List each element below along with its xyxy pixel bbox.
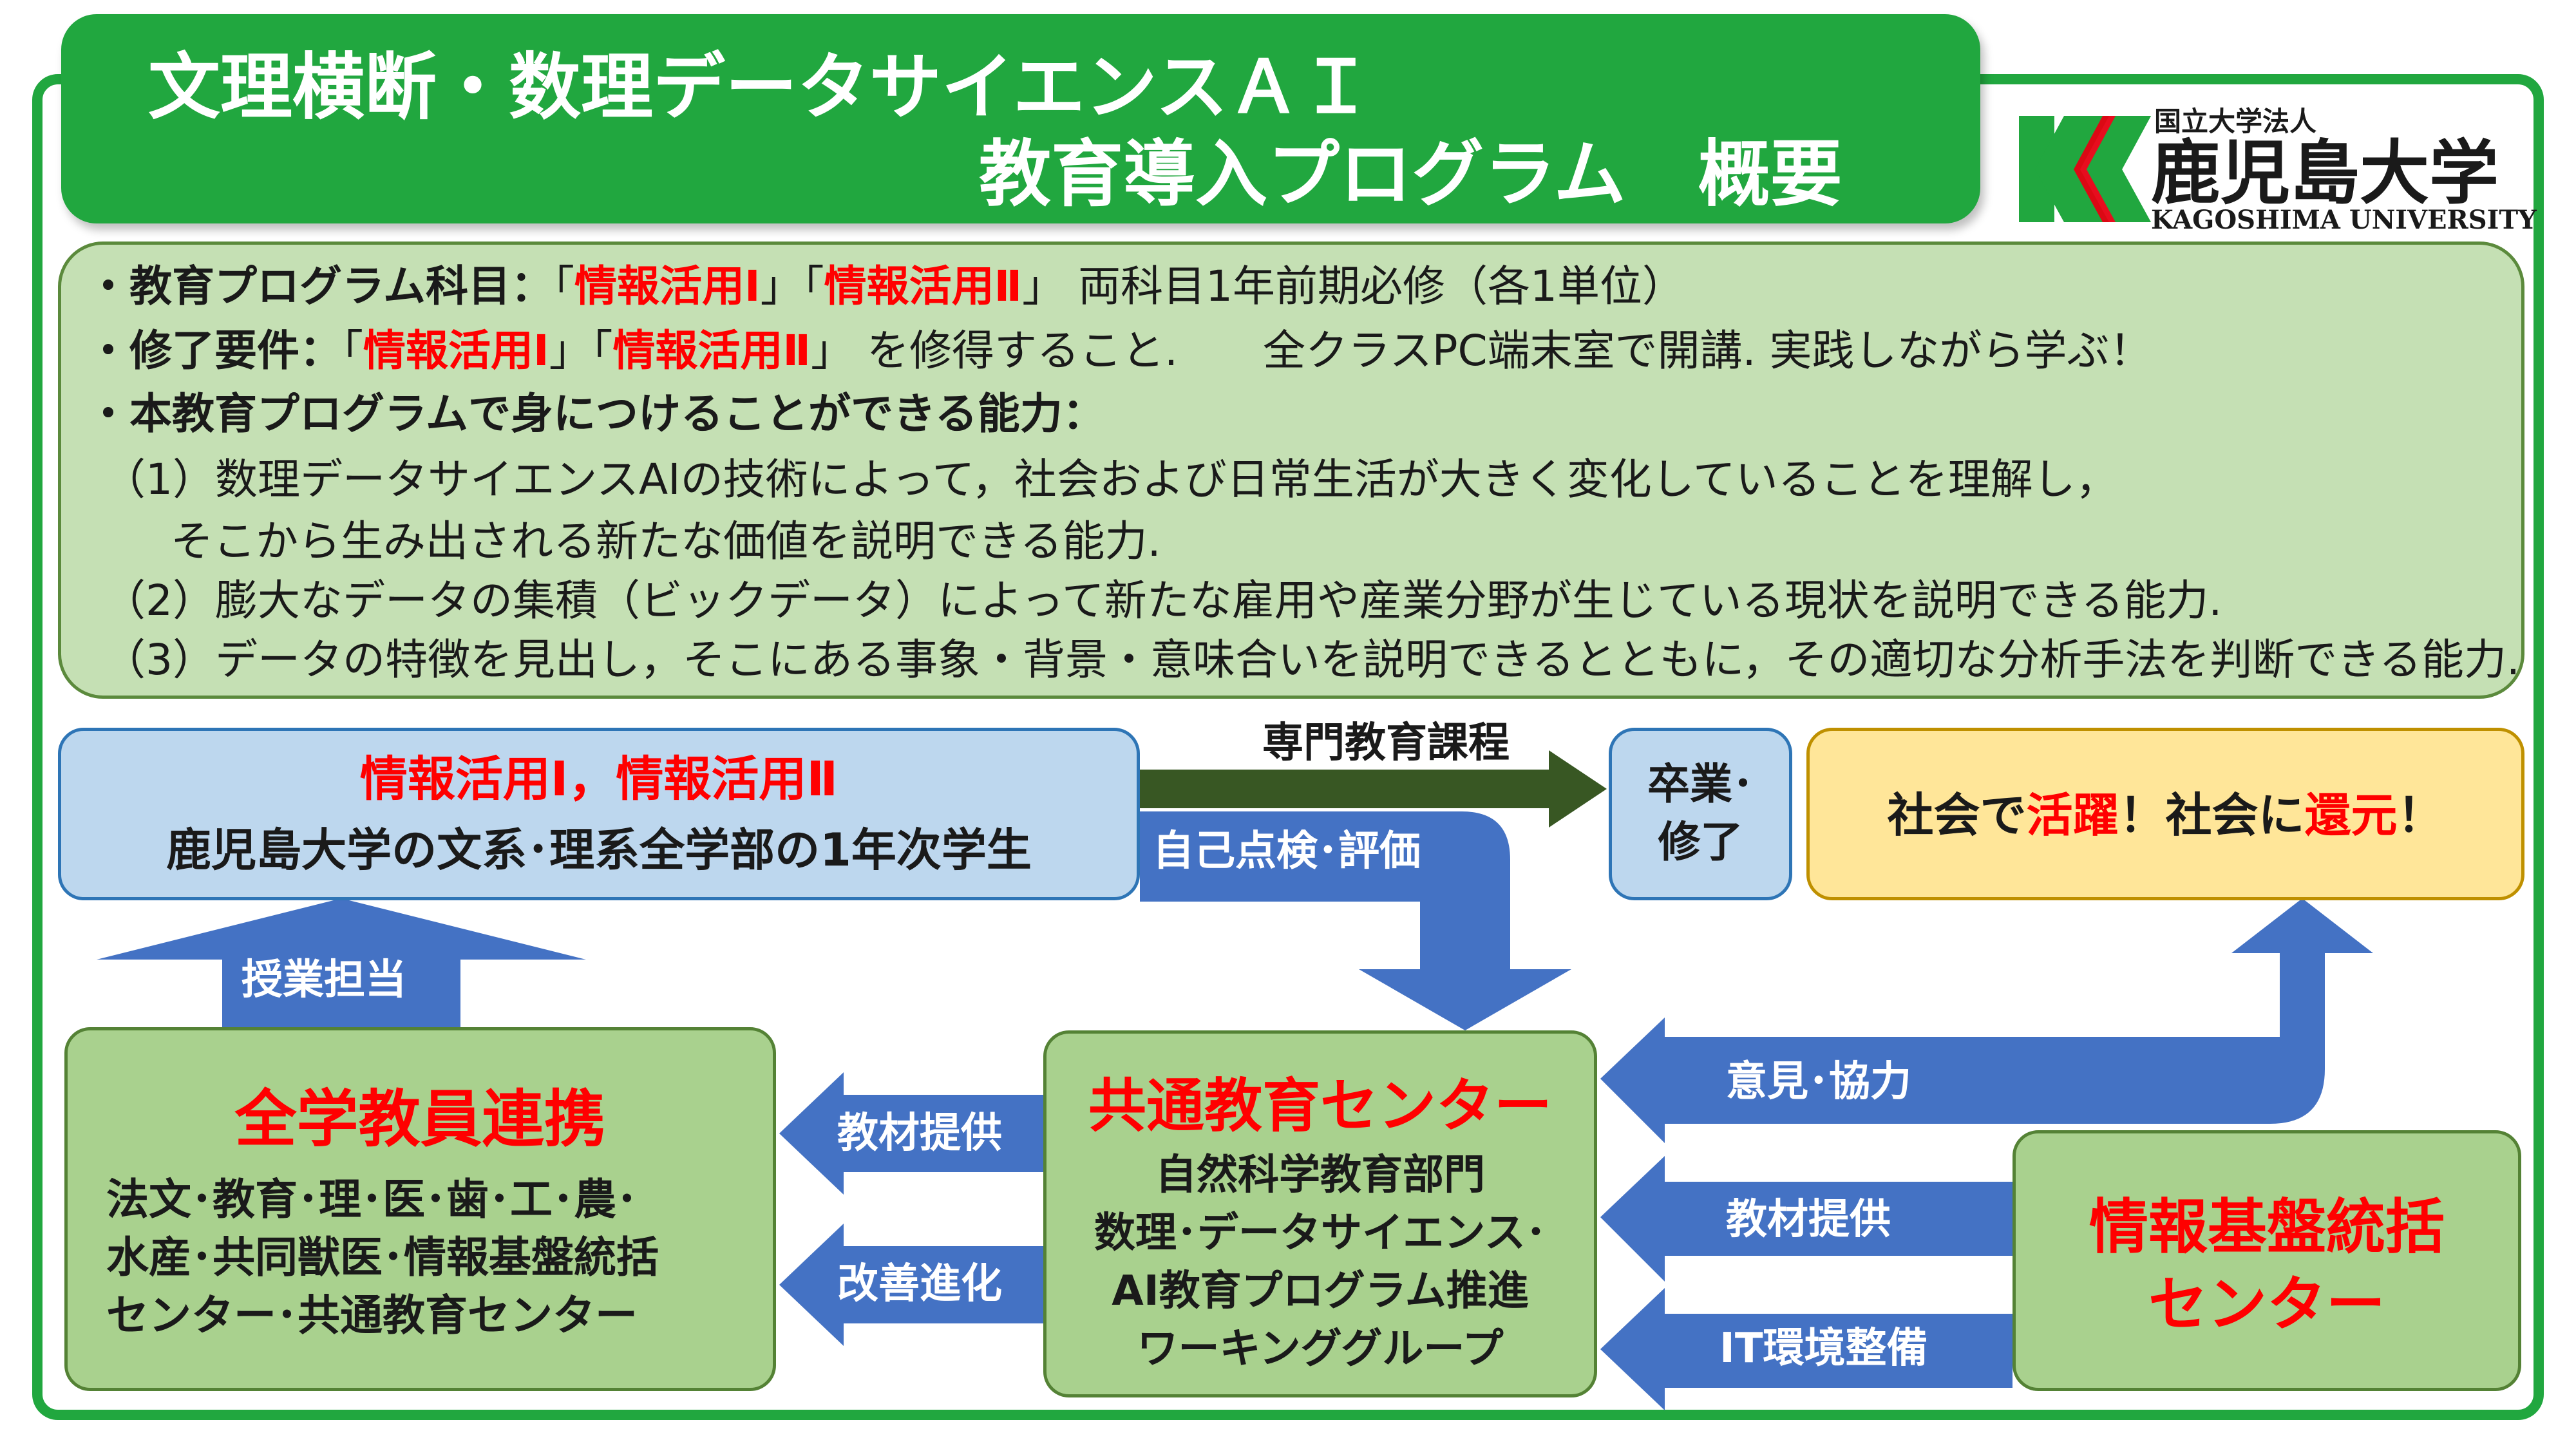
society-text-3: ！: [2397, 788, 2444, 842]
subject-1: 情報活用Ⅰ: [363, 326, 549, 375]
center-line-3: AI教育プログラム推進: [1112, 1267, 1529, 1315]
info-line-subjects: ・教育プログラム科目：「情報活用Ⅰ」「情報活用Ⅱ」 両科目1年前期必修（各1単位…: [87, 265, 1685, 308]
quote: 「: [342, 326, 363, 375]
graduate-line-2: 修了: [1658, 817, 1743, 867]
it-environment-label: IT環境整備: [1719, 1325, 1928, 1372]
faculty-line-3: センター･共通教育センター: [106, 1291, 638, 1340]
logo-english-name: KAGOSHIMA UNIVERSITY: [2151, 205, 2537, 235]
opinion-label: 意見･協力: [1726, 1058, 1911, 1106]
requirements-detail: を修得すること. 全クラスPC端末室で開講. 実践しながら学ぶ！: [867, 326, 2152, 375]
subjects-detail: 両科目1年前期必修（各1単位）: [1078, 261, 1685, 311]
center-line-4: ワーキンググループ: [1137, 1325, 1504, 1373]
it-infrastructure-center-box: 情報基盤統括 センター: [2012, 1130, 2521, 1391]
subjects-target: 鹿児島大学の文系･理系全学部の1年次学生: [166, 824, 1032, 876]
center-line-1: 自然科学教育部門: [1155, 1151, 1485, 1199]
quote: 」「: [549, 326, 613, 375]
page-title-line-1: 文理横断・数理データサイエンスＡＩ: [148, 46, 1372, 129]
materials-left-label: 教材提供: [837, 1110, 1002, 1157]
teaching-arrow: [97, 898, 586, 1027]
society-message: 社会で活躍！社会に還元！: [1810, 792, 2521, 838]
page-title-line-2: 教育導入プログラム 概要: [979, 133, 1842, 216]
center-title: 共通教育センター: [1088, 1072, 1552, 1140]
quote: 」: [811, 326, 854, 375]
quote: 」「: [760, 261, 824, 311]
ability-3: （3）データの特徴を見出し，そこにある事象・背景・意味合いを説明できるとともに，…: [103, 635, 2521, 685]
center-line-2: 数理･データサイエンス･: [1094, 1209, 1547, 1257]
society-text-2: ！社会に: [2119, 788, 2305, 842]
graduation-box: 卒業･ 修了: [1609, 728, 1792, 900]
abilities-heading: ・本教育プログラムで身につけることができる能力：: [87, 389, 1105, 439]
society-text-1: 社会で: [1887, 788, 2027, 842]
teaching-label: 授業担当: [242, 956, 406, 1004]
materials-left-arrow: [779, 1072, 1043, 1195]
faculty-box: 全学教員連携 法文･教育･理･医･歯･工･農･ 水産･共同獣医･情報基盤統括 セ…: [64, 1027, 776, 1391]
subjects-title: 情報活用Ⅰ，情報活用Ⅱ: [359, 752, 838, 807]
materials-right-arrow: [1600, 1156, 2012, 1282]
faculty-line-2: 水産･共同獣医･情報基盤統括: [106, 1233, 659, 1282]
subjects-box: 情報活用Ⅰ，情報活用Ⅱ 鹿児島大学の文系･理系全学部の1年次学生: [58, 728, 1140, 900]
logo-university-name: 鹿児島大学: [2151, 133, 2499, 214]
materials-right-label: 教材提供: [1726, 1196, 1891, 1244]
it-center-title-2: センター: [2148, 1270, 2385, 1339]
requirements-label: ・修了要件：: [87, 326, 342, 375]
faculty-line-1: 法文･教育･理･医･歯･工･農･: [106, 1175, 638, 1224]
it-center-title-1: 情報基盤統括: [2088, 1193, 2445, 1262]
self-check-label: 自己点検･評価: [1153, 828, 1421, 875]
specialized-course-arrow: [1140, 750, 1607, 828]
subject-2: 情報活用Ⅱ: [612, 326, 811, 375]
quote: 」: [1022, 261, 1065, 311]
info-line-requirements: ・修了要件：「情報活用Ⅰ」「情報活用Ⅱ」 を修得すること. 全クラスPC端末室で…: [87, 330, 2152, 372]
program-info-box: [58, 242, 2524, 699]
common-education-center-box: 共通教育センター 自然科学教育部門 数理･データサイエンス･ AI教育プログラム…: [1043, 1030, 1597, 1397]
ability-2: （2）膨大なデータの集積（ビックデータ）によって新たな雇用や産業分野が生じている…: [103, 576, 2222, 625]
improvement-label: 改善進化: [837, 1260, 1002, 1308]
society-highlight-1: 活躍: [2026, 788, 2119, 842]
specialized-course-label: 専門教育課程: [1262, 719, 1510, 767]
quote: 「: [553, 261, 575, 311]
society-box: 社会で活躍！社会に還元！: [1806, 728, 2524, 900]
opinion-arrow: [1600, 898, 2373, 1143]
title-banner: [61, 14, 1980, 223]
graduate-line-1: 卒業･: [1647, 759, 1754, 809]
it-environment-arrow: [1600, 1288, 2012, 1410]
subject-1: 情報活用Ⅰ: [574, 261, 761, 311]
logo-subtitle: 国立大学法人: [2154, 106, 2317, 137]
self-check-arrow: [1140, 811, 1571, 1030]
subject-2: 情報活用Ⅱ: [824, 261, 1023, 311]
society-highlight-2: 還元: [2304, 788, 2398, 842]
university-logo-mark-icon: [2019, 116, 2151, 222]
ability-1b: そこから生み出される新たな価値を説明できる能力.: [171, 516, 1161, 566]
faculty-title: 全学教員連携: [234, 1083, 606, 1155]
improvement-arrow: [779, 1224, 1043, 1346]
subjects-label: ・教育プログラム科目：: [87, 261, 554, 311]
ability-1a: （1）数理データサイエンスAIの技術によって，社会および日常生活が大きく変化して…: [103, 455, 2118, 504]
